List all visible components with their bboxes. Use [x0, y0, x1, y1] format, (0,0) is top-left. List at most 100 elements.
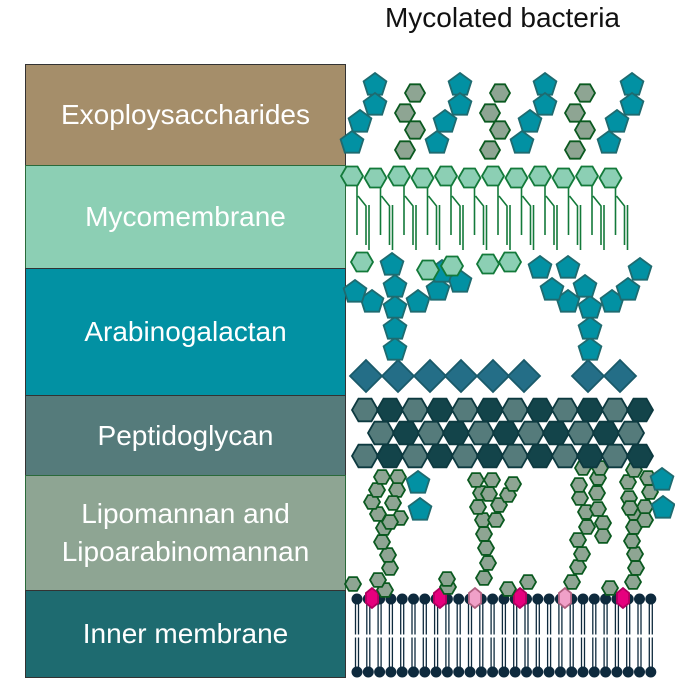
hexagon-sugar-icon: [466, 472, 486, 488]
hexagon-sugar-icon: [474, 570, 494, 586]
peptidoglycan-unit-icon: [425, 397, 455, 423]
lipid-head-icon: [430, 666, 442, 678]
hexagon-sugar-icon: [568, 532, 588, 548]
pentagon-sugar-icon: [577, 294, 603, 319]
hexagon-sugar-icon: [488, 120, 512, 140]
hexagon-sugar-icon: [380, 560, 400, 576]
galactan-diamond-icon: [602, 358, 638, 394]
hexagon-sugar-icon: [372, 469, 392, 485]
hexagon-sugar-icon: [457, 167, 482, 189]
galactan-diamond-icon: [475, 358, 511, 394]
hexagon-sugar-icon: [488, 83, 512, 103]
hexagon-sugar-icon: [478, 140, 502, 160]
peptidoglycan-unit-icon: [516, 420, 546, 446]
hexagon-sugar-icon: [339, 165, 365, 187]
lipid-head-icon: [351, 666, 363, 678]
lipid-head-icon: [634, 593, 645, 605]
hexagon-sugar-icon: [573, 83, 597, 103]
hexagon-sugar-icon: [486, 512, 506, 528]
lipid-head-icon: [645, 593, 657, 605]
peptidoglycan-unit-icon: [500, 397, 530, 423]
mycolic-acid-chain: [379, 186, 394, 250]
peptidoglycan-unit-icon: [591, 420, 621, 446]
hexagon-sugar-icon: [372, 534, 392, 550]
pentagon-sugar-icon: [447, 91, 473, 116]
peptidoglycan-unit-icon: [625, 397, 655, 423]
lipid-head-icon: [577, 666, 589, 678]
hexagon-sugar-icon: [473, 512, 493, 528]
phosphatidylinositol-icon: [364, 586, 380, 610]
peptidoglycan-unit-icon: [441, 420, 471, 446]
hexagon-sugar-icon: [368, 572, 388, 588]
lipid-head-icon: [634, 666, 645, 678]
mycolic-acid-chain: [403, 186, 417, 250]
lipid-head-icon: [419, 593, 431, 605]
hexagon-sugar-icon: [577, 519, 597, 535]
lipid-head-icon: [543, 666, 555, 678]
pentagon-sugar-icon: [619, 71, 645, 96]
hexagon-sugar-icon: [349, 251, 375, 273]
lipid-head-icon: [408, 593, 419, 605]
lipid-head-icon: [362, 666, 374, 678]
pentagon-sugar-icon: [425, 276, 451, 301]
mycolic-acid-chain: [426, 186, 441, 250]
pentagon-sugar-icon: [572, 273, 598, 298]
pentagon-sugar-icon: [379, 251, 405, 276]
mycolic-acid-chain: [473, 186, 488, 250]
pentagon-sugar-icon: [382, 336, 408, 361]
hexagon-sugar-icon: [572, 546, 592, 562]
peptidoglycan-unit-icon: [625, 443, 655, 469]
diagram-title: Mycolated bacteria: [384, 2, 620, 33]
hexagon-sugar-icon: [563, 140, 587, 160]
lipid-head-icon: [453, 666, 465, 678]
peptidoglycan-unit-icon: [550, 397, 580, 423]
hexagon-sugar-icon: [478, 103, 502, 123]
peptidoglycan-unit-icon: [525, 397, 555, 423]
layer-lipomannan: Lipomannan and Lipoarabinomannan: [25, 475, 346, 591]
pentagon-sugar-icon: [539, 276, 565, 301]
galactan-diamond-icon: [570, 358, 606, 394]
phosphatidylinositol-icon: [467, 586, 483, 610]
hexagon-sugar-icon: [498, 581, 518, 597]
pentagon-sugar-icon: [347, 108, 373, 133]
hexagon-sugar-icon: [367, 482, 387, 498]
lipid-head-icon: [645, 666, 657, 678]
hexagon-sugar-icon: [439, 255, 465, 277]
lipid-head-icon: [475, 666, 487, 678]
hexagon-sugar-icon: [415, 259, 441, 281]
galactan-diamond-icon: [380, 358, 416, 394]
pentagon-sugar-icon: [532, 71, 558, 96]
lipid-head-icon: [441, 666, 453, 678]
hexagon-sugar-icon: [504, 167, 529, 189]
hexagon-sugar-icon: [343, 576, 363, 592]
mycolic-acid-chain: [520, 186, 535, 250]
hexagon-sugar-icon: [403, 120, 427, 140]
peptidoglycan-unit-icon: [475, 397, 505, 423]
lipid-head-icon: [464, 666, 476, 678]
mycolic-acid-chain: [497, 186, 511, 250]
lipid-head-icon: [600, 666, 612, 678]
hexagon-sugar-icon: [387, 482, 407, 498]
pentagon-sugar-icon: [432, 108, 458, 133]
peptidoglycan-unit-icon: [350, 443, 380, 469]
hexagon-sugar-icon: [623, 574, 643, 590]
pentagon-sugar-icon: [650, 494, 675, 519]
peptidoglycan-unit-icon: [575, 397, 605, 423]
pentagon-sugar-icon: [405, 469, 431, 494]
lipid-head-icon: [566, 666, 578, 678]
hexagon-sugar-icon: [478, 555, 498, 571]
hexagon-sugar-icon: [503, 476, 523, 492]
pentagon-sugar-icon: [382, 273, 408, 298]
hexagon-sugar-icon: [410, 167, 435, 189]
lipid-head-icon: [611, 666, 623, 678]
peptidoglycan-unit-icon: [491, 420, 521, 446]
pentagon-sugar-icon: [527, 254, 553, 279]
peptidoglycan-unit-icon: [375, 443, 405, 469]
hexagon-sugar-icon: [403, 83, 427, 103]
hexagon-sugar-icon: [635, 499, 655, 515]
hexagon-sugar-icon: [626, 560, 646, 576]
hexagon-sugar-icon: [551, 167, 576, 189]
mycolic-acid-chain: [567, 186, 582, 250]
hexagon-sugar-icon: [527, 165, 553, 187]
